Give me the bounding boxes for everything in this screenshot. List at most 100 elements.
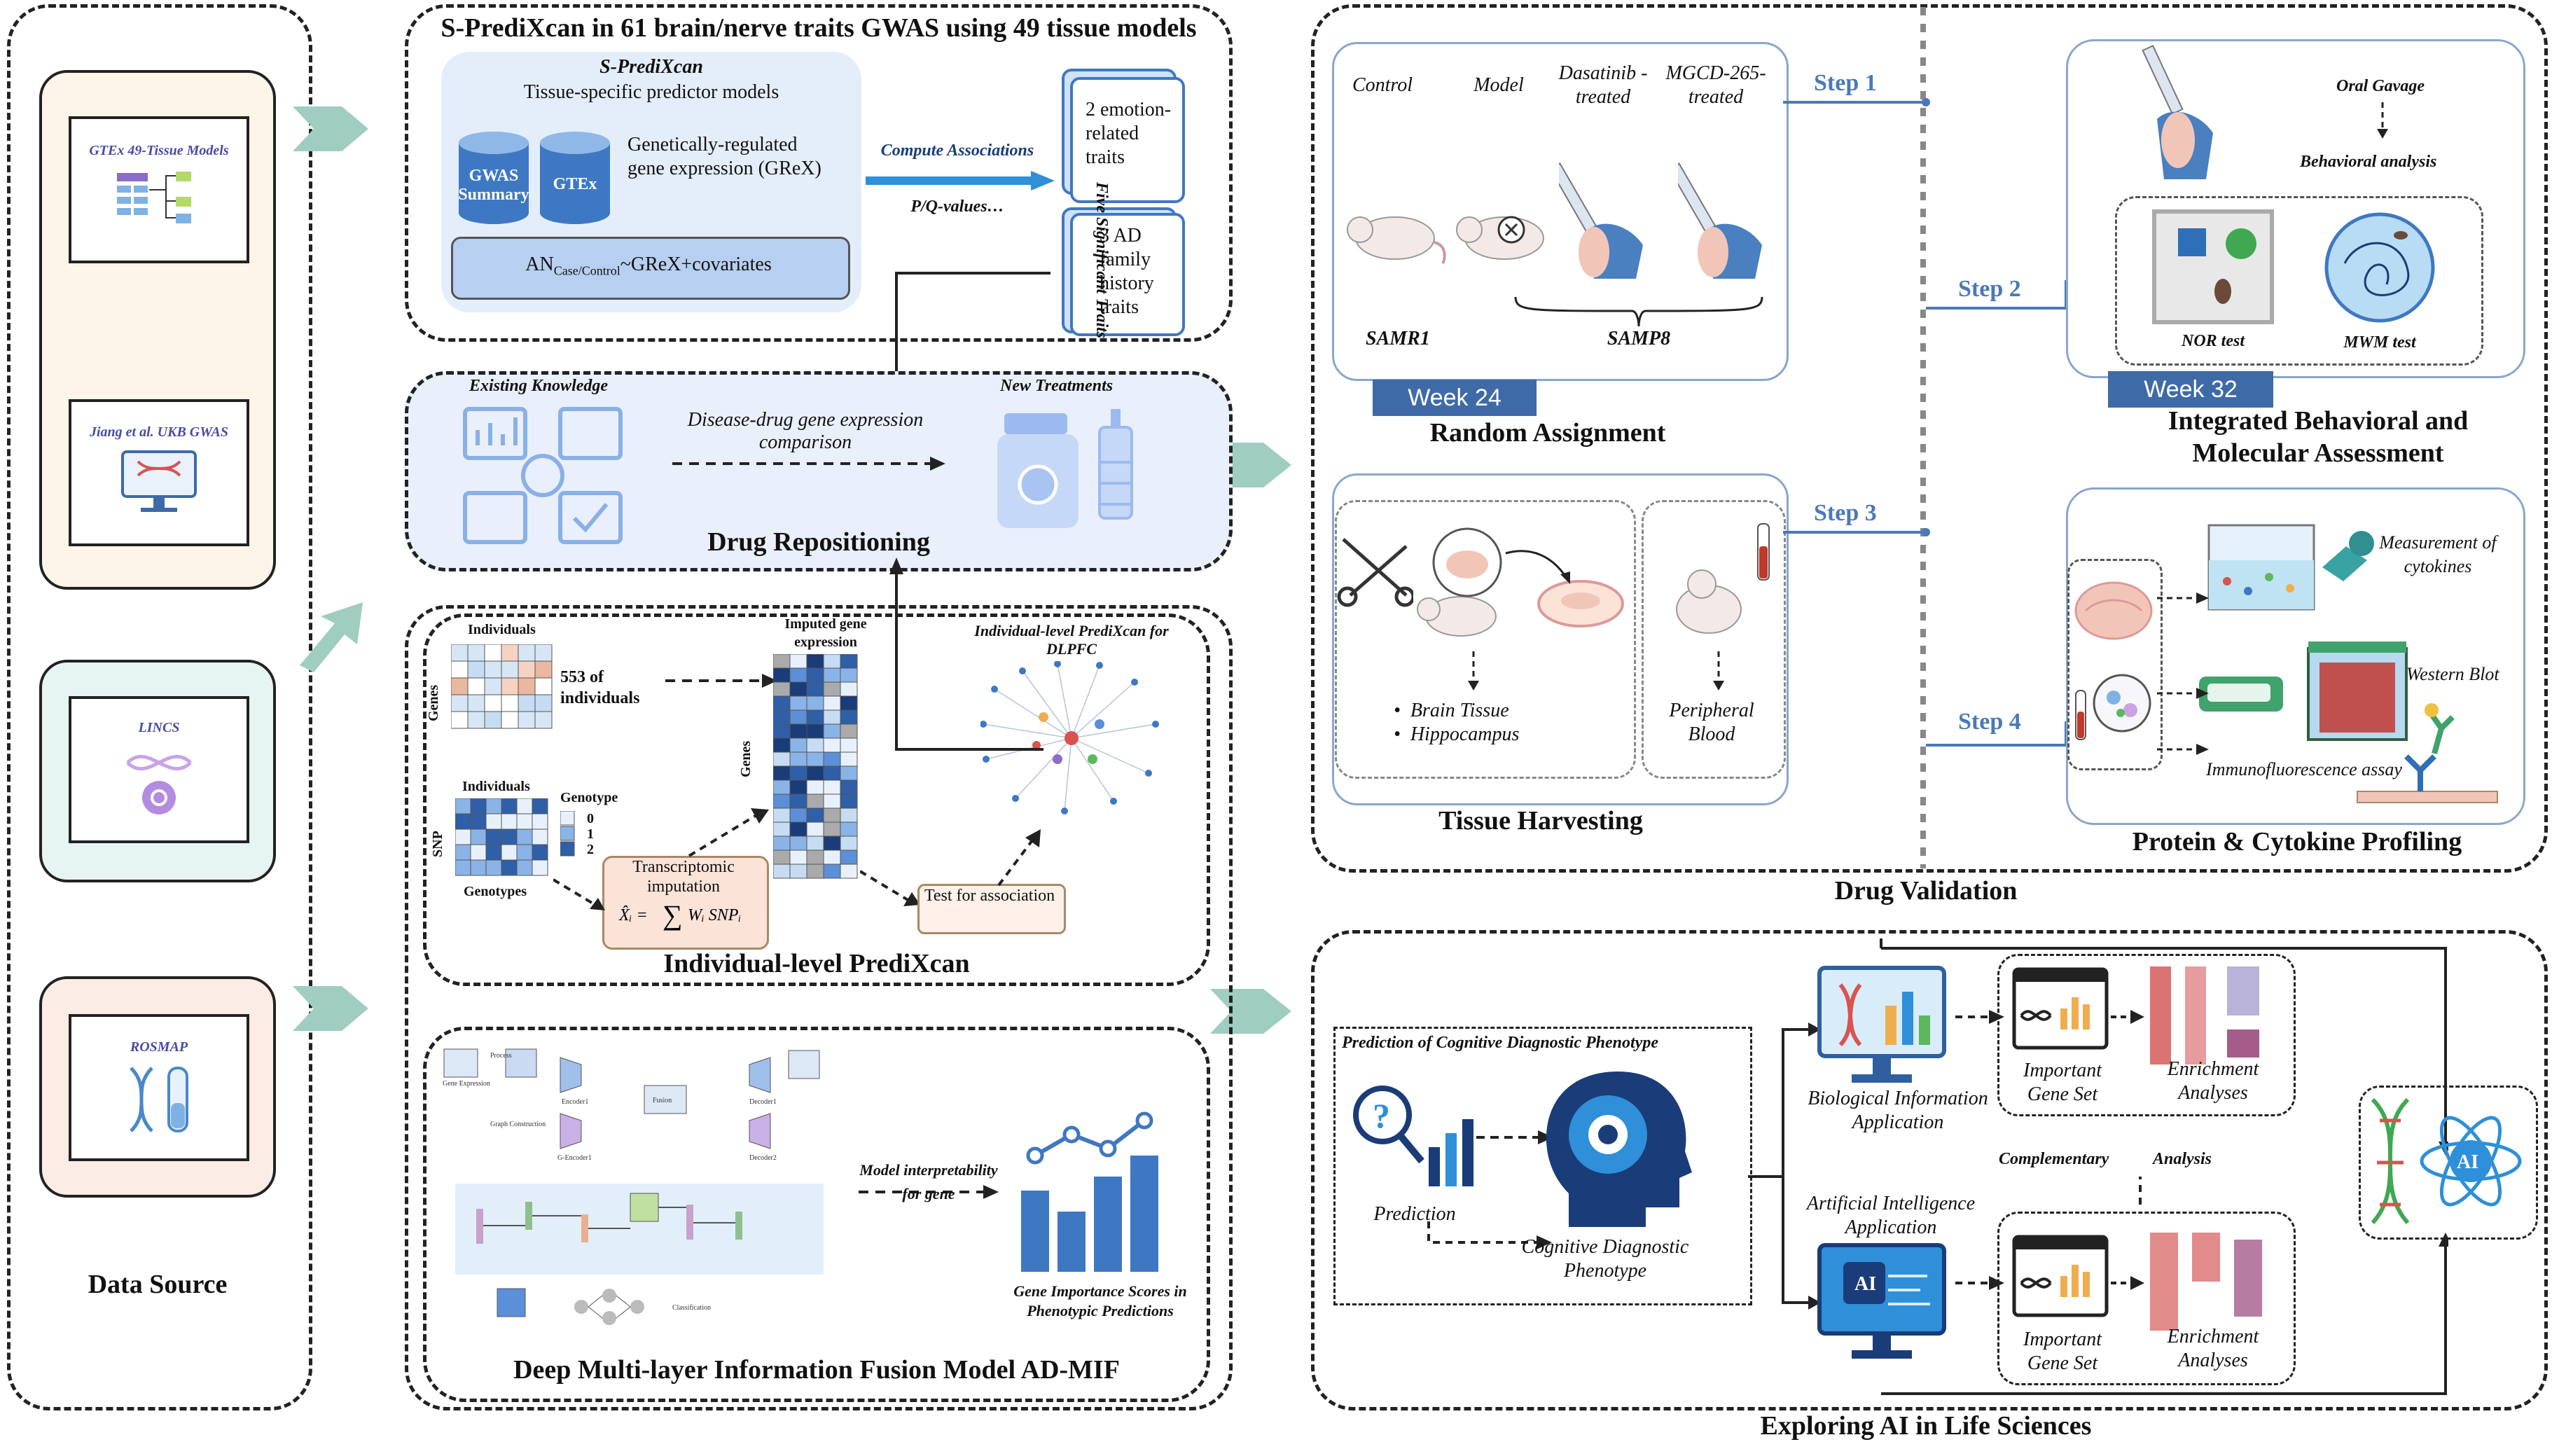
pq-values-label: P/Q-values… — [910, 197, 1004, 216]
group-control: Control — [1352, 74, 1413, 96]
imputation-label: Transcriptomic imputation — [632, 858, 735, 896]
enrichment-arrow-2 — [2111, 1276, 2144, 1290]
gene-set-arrow-2 — [1955, 1276, 2004, 1290]
dna-helix-icon — [126, 754, 192, 814]
genes-individuals-matrix — [451, 644, 553, 729]
brain-tissue-label: • Brain Tissue• Hippocampus — [1394, 700, 1520, 745]
nor-label: NOR test — [2182, 332, 2245, 350]
drug-repositioning-panel — [405, 371, 1233, 571]
gtex-inner-box: GTEx 49-Tissue Models — [69, 116, 249, 263]
behavioral-box — [2066, 39, 2525, 378]
blood-mouse-icon — [1676, 523, 1770, 634]
prediction-chart-icon: ? — [1353, 1086, 1473, 1186]
blood-subbox — [1642, 500, 1786, 779]
formula-text: ANCase/Control~GReX+covariates — [451, 254, 846, 279]
oral-gavage-hand-icon — [2142, 44, 2213, 179]
genotype-val-1: 1 — [587, 826, 594, 842]
analysis-label: Analysis — [2153, 1150, 2212, 1168]
western-blot-label: Western Blot — [2406, 664, 2499, 684]
interpretability-label: Model interpretability for gene — [859, 1161, 998, 1202]
enrichment-1: Enrichment Analyses — [2167, 1058, 2259, 1104]
admif-label-gene-expression: Gene Expression — [443, 1080, 490, 1088]
doc-stack-2 — [1062, 207, 1185, 336]
ai-life-subbox — [2359, 1086, 2538, 1240]
gene-importance-chart — [1021, 1111, 1158, 1272]
gene-set-subbox-2 — [1997, 1212, 2296, 1385]
lincs-inner-box: LINCS — [69, 696, 249, 843]
brain-tissue-subbox — [1335, 500, 1636, 779]
svg-text:∑: ∑ — [663, 899, 683, 931]
svg-text:Wᵢ SNPᵢ: Wᵢ SNPᵢ — [688, 906, 741, 924]
compute-associations-label: Compute Associations — [880, 141, 1034, 160]
week32-badge: Week 32 — [2108, 371, 2273, 408]
nor-arena-icon — [2152, 209, 2274, 324]
trait1-label: 2 emotion-related traits — [1086, 99, 1172, 168]
cytokines-label: Measurement of cytokines — [2379, 532, 2497, 576]
scissors-icon — [1337, 538, 1413, 607]
ukb-inner-box: Jiang et al. UKB GWAS — [69, 399, 249, 546]
n-individuals-label: 553 of individuals — [560, 668, 640, 707]
blood-cells-icon — [2075, 674, 2151, 740]
harvest-arrow — [1505, 550, 1570, 584]
drug-repositioning-title: Drug Repositioning — [707, 527, 930, 557]
imputed-label: Imputed gene expression — [784, 616, 867, 650]
samr1-label: SAMR1 — [1366, 328, 1430, 349]
formula-box — [451, 237, 850, 300]
arrow-chevron-3 — [293, 986, 368, 1031]
snp-vertical-label: SNP — [430, 831, 445, 857]
individuals-label: Individuals — [468, 622, 536, 637]
drug-validation-panel — [1311, 4, 2548, 873]
individual-predixcan-panel — [423, 613, 1210, 986]
admif-arrow — [859, 1185, 999, 1199]
s-predixcan-panel — [405, 4, 1233, 342]
ai-badge-label: AI — [2457, 1151, 2478, 1173]
hippocampus-text: Hippocampus — [1410, 723, 1520, 745]
genes-right-label: Genes — [738, 740, 754, 777]
admif-panel — [423, 1027, 1210, 1402]
individual-predixcan-title: Individual-level PrediXcan — [663, 949, 970, 978]
step1-label: Step 1 — [1814, 70, 1877, 96]
arrow-test-to-network — [997, 829, 1041, 887]
brain-zoom-icon — [1432, 527, 1502, 597]
gene-set-subbox-1 — [1997, 954, 2296, 1116]
arrow-to-imputed — [665, 674, 777, 688]
imputed-matrix — [773, 654, 858, 879]
admif-label-graph: Graph Construction — [490, 1121, 546, 1128]
trait2-label: 3 AD family history traits — [1100, 225, 1154, 318]
arrow-imputation-up — [688, 808, 769, 857]
admif-label-fusion: Fusion — [653, 1097, 672, 1104]
comparison-label: Disease-drug gene expression comparison — [687, 409, 924, 453]
dna-testtube-icon — [130, 1067, 188, 1132]
ai-head-icon — [1546, 1072, 1692, 1227]
s-predixcan-inner-title: S-PrediXcan — [599, 56, 703, 78]
gwas-summary-label: GWAS Summary — [458, 167, 529, 204]
network-title: Individual-level PrediXcan for DLPFC — [974, 622, 1169, 658]
test-association-label: Test for association — [924, 887, 1055, 905]
gwas-database-icon — [459, 132, 529, 224]
enrichment-chart-1 — [2150, 966, 2259, 1065]
behavior-tests-subbox — [2115, 196, 2483, 366]
arrow-chevron-1 — [293, 106, 368, 151]
mouse-control-icon — [1347, 216, 1446, 265]
admif-label-gencoder1: G-Encoder1 — [557, 1154, 592, 1162]
dashed-down-1 — [1468, 651, 1479, 691]
doc-stack-1 — [1062, 69, 1185, 203]
ai-app-label: Artificial Intelligence Application — [1806, 1193, 1976, 1238]
gtex-label: GTEx 49-Tissue Models — [89, 143, 229, 158]
snp-matrix — [455, 798, 548, 876]
step2-label: Step 2 — [1958, 276, 2021, 302]
drug-bottle-syringe-icon — [997, 409, 1133, 528]
immuno-assay-icon — [2357, 703, 2498, 803]
harvest-mouse-icon — [1417, 596, 1497, 637]
lincs-label: LINCS — [138, 720, 180, 735]
ai-chip-label: AI — [1854, 1273, 1876, 1295]
step4-label: Step 4 — [1958, 709, 2021, 735]
mwm-pool-icon — [2324, 212, 2435, 323]
integrated-title: Integrated Behavioral and Molecular Asse… — [2168, 406, 2469, 468]
dashed-down-2 — [1713, 651, 1724, 691]
mouse-model-icon — [1456, 216, 1544, 260]
s-predixcan-title: S-PrediXcan in 61 brain/nerve traits GWA… — [441, 13, 1197, 43]
rosmap-label: ROSMAP — [130, 1039, 188, 1055]
genotype-val-2: 2 — [587, 842, 594, 857]
phenotype-arrow — [1427, 1221, 1552, 1249]
